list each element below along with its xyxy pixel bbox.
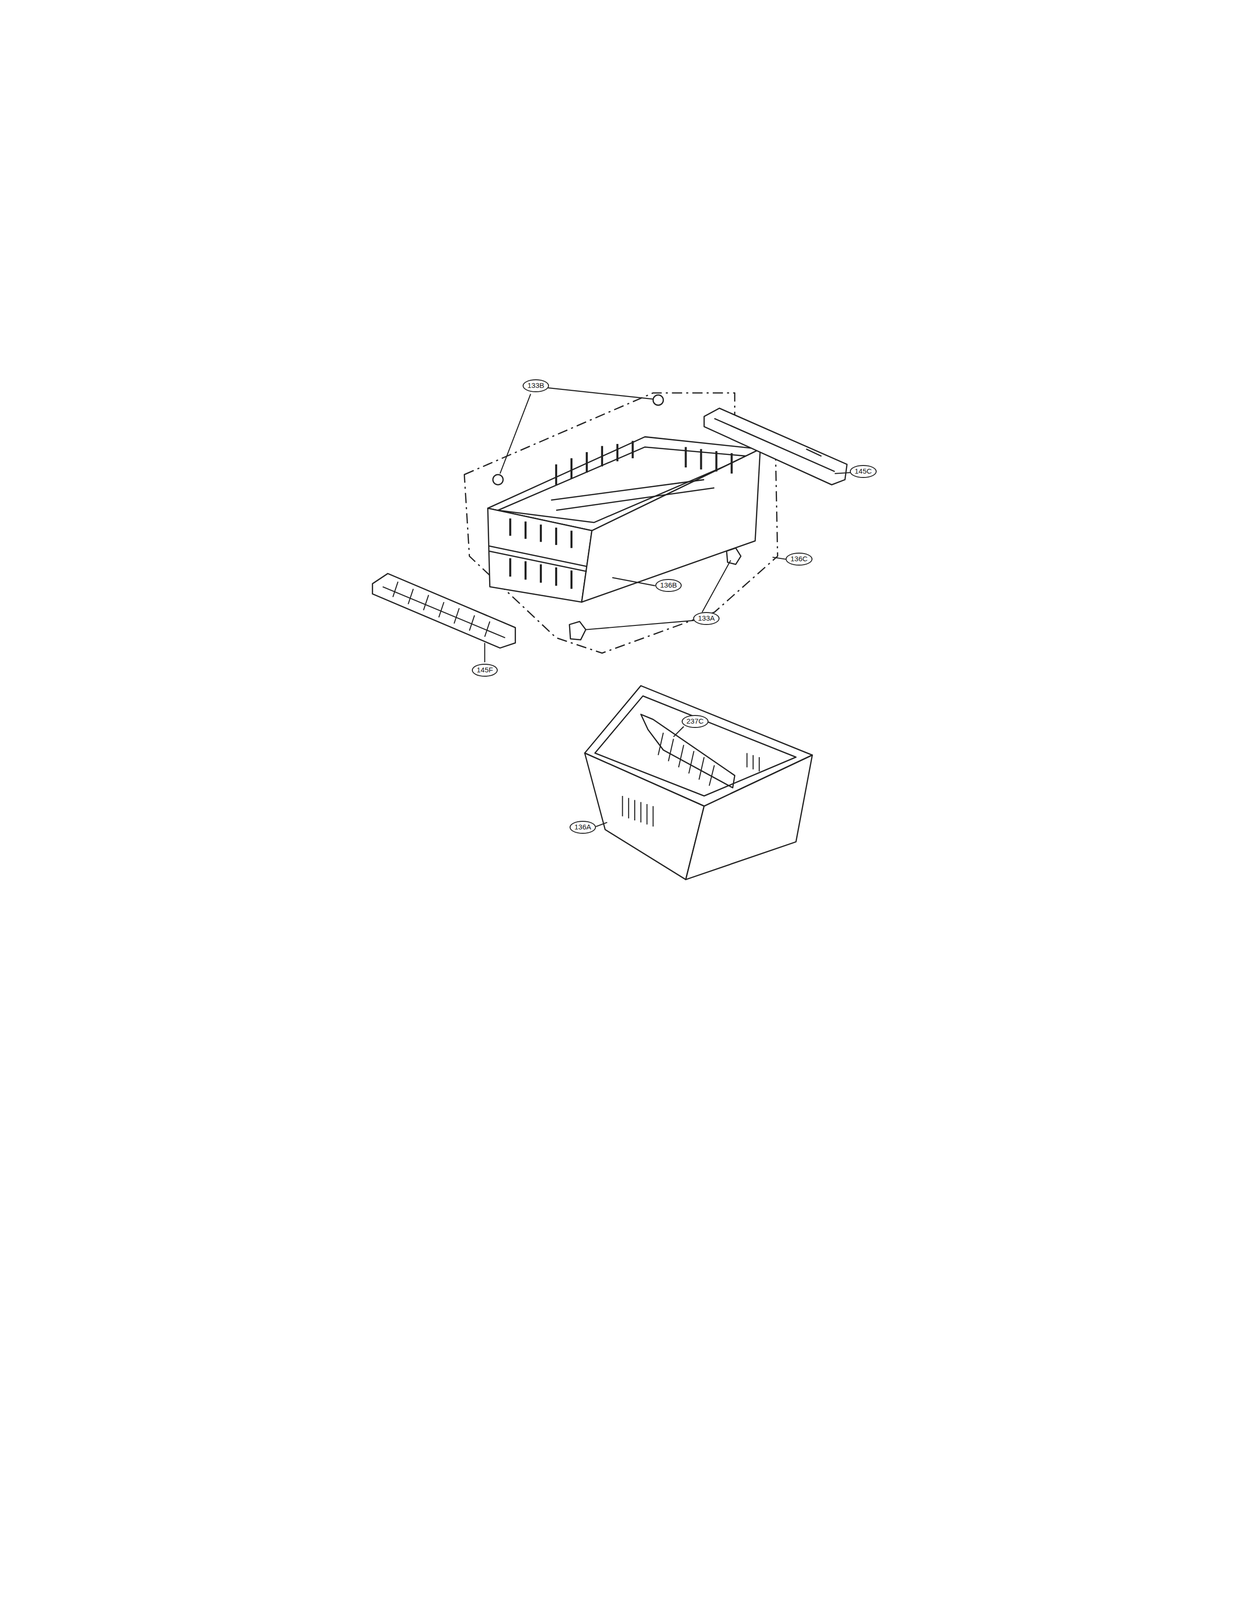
callout-number: 136B: [655, 579, 682, 593]
callout-number: 133B: [522, 379, 549, 393]
leader-line: [484, 388, 852, 827]
callout-number: 145C: [849, 465, 877, 479]
rail: [372, 573, 516, 649]
callout-number: 136A: [569, 821, 596, 835]
rail: [704, 408, 847, 485]
basket: [584, 685, 813, 881]
callout-number: 133A: [693, 612, 720, 626]
drawer: [487, 436, 761, 603]
callout-number: 145F: [471, 663, 498, 677]
callout-number: 136C: [785, 552, 813, 566]
callout-number: 237C: [681, 715, 709, 729]
